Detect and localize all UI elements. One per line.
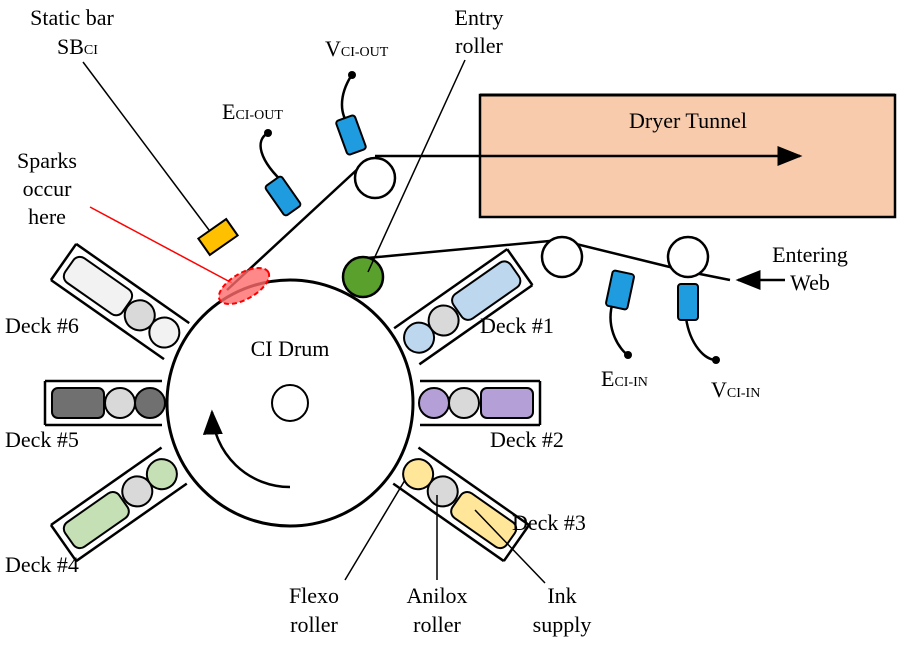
sensor-e-ci-in — [605, 269, 635, 359]
anilox-label-2: roller — [413, 612, 461, 637]
entering-web-label-1: Entering — [772, 242, 848, 267]
e-ci-in-label: ECI-IN — [601, 366, 648, 391]
sensor-e-ci-out — [259, 129, 302, 217]
sparks-label-2: occur — [23, 176, 73, 201]
deck-4-label: Deck #4 — [5, 552, 79, 577]
static-bar-leader — [82, 61, 216, 239]
flexo-label-1: Flexo — [289, 583, 339, 608]
idler-roller-1 — [540, 235, 584, 279]
deck-3-label: Deck #3 — [512, 510, 586, 535]
static-bar-label-2: SBCI — [57, 34, 98, 59]
sparks-label-3: here — [28, 204, 66, 229]
entering-web-label-2: Web — [790, 270, 830, 295]
flexo-leader — [344, 479, 406, 581]
entry-roller — [341, 255, 385, 299]
entry-roller-leader — [367, 59, 466, 273]
flexo-label-2: roller — [290, 612, 338, 637]
deck-1 — [393, 248, 534, 366]
deck-3 — [392, 446, 531, 563]
sparks-label-1: Sparks — [17, 148, 77, 173]
idler-roller-2 — [666, 235, 710, 279]
deck-5 — [43, 379, 166, 427]
entry-roller-label-2: roller — [455, 33, 503, 58]
deck-6 — [49, 242, 190, 361]
deck-2-label: Deck #2 — [490, 427, 564, 452]
ink-label-2: supply — [533, 612, 592, 637]
entry-roller-label-1: Entry — [455, 5, 504, 30]
v-ci-out-label: VCI-OUT — [325, 36, 389, 61]
ink-leader — [474, 509, 546, 584]
deck-4 — [49, 446, 188, 563]
e-ci-out-label: ECI-OUT — [222, 99, 283, 124]
anilox-label-1: Anilox — [406, 583, 467, 608]
deck-1-label: Deck #1 — [480, 313, 554, 338]
dryer-tunnel-label: Dryer Tunnel — [629, 108, 747, 133]
deck-6-label: Deck #6 — [5, 313, 79, 338]
sparks-leader — [89, 206, 233, 284]
static-bar-label-1: Static bar — [30, 5, 114, 30]
deck-2 — [418, 379, 542, 427]
ink-label-1: Ink — [547, 583, 576, 608]
sensor-v-ci-in — [677, 283, 720, 364]
exit-roller — [353, 156, 397, 200]
sensor-v-ci-out — [335, 71, 367, 156]
web-path — [366, 238, 731, 282]
v-ci-in-label: VCI-IN — [711, 377, 760, 402]
deck-5-label: Deck #5 — [5, 427, 79, 452]
ci-drum-label: CI Drum — [251, 336, 330, 361]
rotation-arrow — [202, 409, 291, 489]
static-bar — [196, 217, 240, 257]
drum-center — [271, 384, 309, 422]
spark-zone — [217, 267, 271, 305]
